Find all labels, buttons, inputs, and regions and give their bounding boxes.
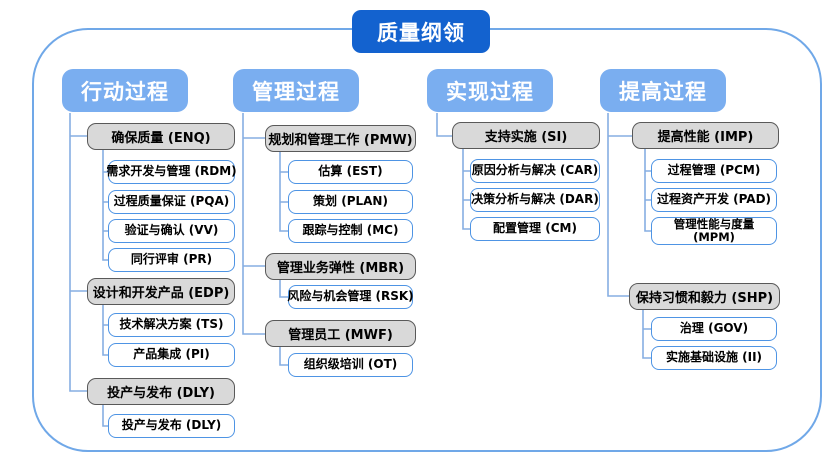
- node-pmw: 规划和管理工作 (PMW): [265, 125, 416, 152]
- column-2-connectors: [242, 113, 288, 366]
- node-rdm: 需求开发与管理 (RDM): [106, 160, 237, 184]
- node-pr: 同行评审 (PR): [108, 248, 235, 272]
- node-pcm: 过程管理 (PCM): [651, 159, 777, 183]
- column-4-connectors: [607, 113, 651, 359]
- node-shp: 保持习惯和毅力 (SHP): [629, 283, 780, 310]
- column-3-connectors: [436, 113, 470, 230]
- column-header-realization-process: 实现过程: [427, 69, 553, 112]
- node-vv: 验证与确认 (VV): [108, 219, 235, 243]
- node-ot: 组织级培训 (OT): [288, 353, 413, 377]
- node-edp: 设计和开发产品 (EDP): [87, 278, 235, 305]
- node-est: 估算 (EST): [288, 160, 413, 184]
- node-mwf: 管理员工 (MWF): [265, 320, 416, 347]
- node-pqa: 过程质量保证 (PQA): [108, 190, 235, 214]
- node-gov: 治理 (GOV): [651, 317, 777, 341]
- node-pad: 过程资产开发 (PAD): [651, 188, 777, 212]
- node-mc: 跟踪与控制 (MC): [288, 219, 413, 243]
- node-dar: 决策分析与解决 (DAR): [470, 188, 600, 212]
- node-car: 原因分析与解决 (CAR): [470, 159, 600, 183]
- node-ii: 实施基础设施 (II): [651, 346, 777, 370]
- node-plan: 策划 (PLAN): [288, 190, 413, 214]
- column-header-action-process: 行动过程: [62, 69, 188, 112]
- column-header-improvement-process: 提高过程: [600, 69, 726, 112]
- node-cm: 配置管理 (CM): [470, 217, 600, 241]
- column-1-connectors: [69, 113, 108, 427]
- node-ts: 技术解决方案 (TS): [108, 313, 235, 337]
- column-header-management-process: 管理过程: [233, 69, 359, 112]
- diagram-title: 质量纲领: [352, 10, 490, 53]
- node-enq: 确保质量 (ENQ): [87, 123, 235, 150]
- node-pi: 产品集成 (PI): [108, 343, 235, 367]
- node-mbr: 管理业务弹性 (MBR): [265, 253, 416, 280]
- node-dly-group: 投产与发布 (DLY): [87, 378, 235, 405]
- node-imp: 提高性能 (IMP): [632, 122, 779, 149]
- node-mpm: 管理性能与度量 (MPM): [651, 217, 777, 245]
- node-si: 支持实施 (SI): [452, 122, 600, 149]
- node-dly-leaf: 投产与发布 (DLY): [108, 414, 235, 438]
- node-rsk: 风险与机会管理 (RSK): [287, 285, 414, 309]
